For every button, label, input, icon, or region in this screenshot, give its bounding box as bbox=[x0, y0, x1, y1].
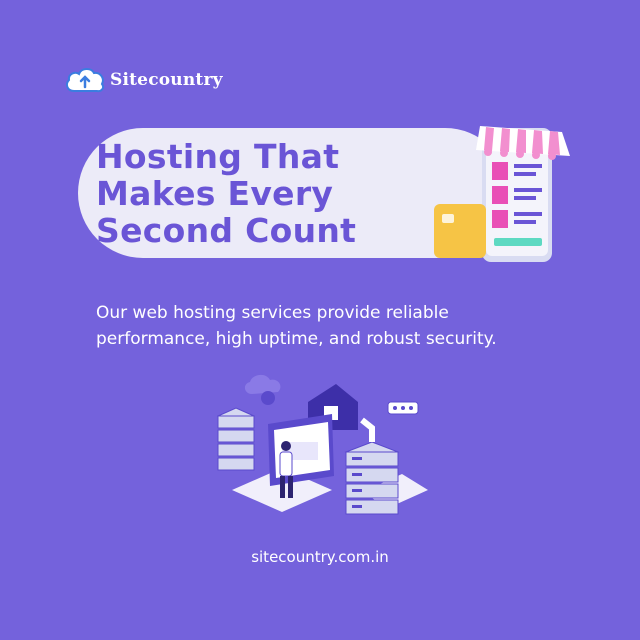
cloud-upload-icon bbox=[65, 68, 105, 93]
website-url: sitecountry.com.in bbox=[251, 548, 389, 566]
brand-logo: Sitecountry bbox=[64, 66, 223, 94]
mobile-shop-illustration bbox=[434, 126, 570, 262]
web-hosting-illustration bbox=[216, 374, 428, 515]
headline-line-1: Hosting That bbox=[96, 137, 340, 176]
brand-name: Sitecountry bbox=[110, 70, 223, 90]
headline-line-3: Second Count bbox=[96, 211, 357, 250]
headline-line-2: Makes Every bbox=[96, 174, 334, 213]
service-description: Our web hosting services provide reliabl… bbox=[96, 303, 497, 349]
headline: Hosting That Makes Every Second Count bbox=[96, 138, 356, 249]
